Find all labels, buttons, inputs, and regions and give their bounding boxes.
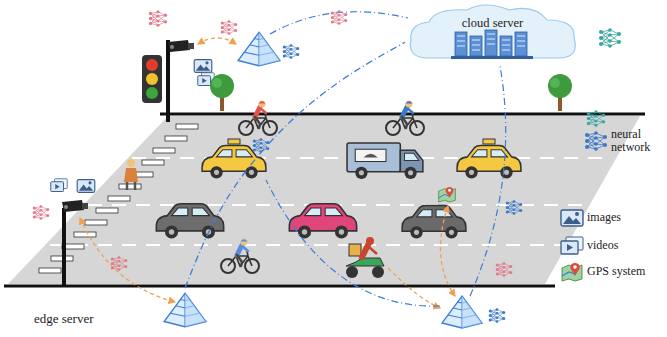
legend-sample bbox=[584, 131, 608, 151]
curb bbox=[4, 285, 555, 288]
camera bbox=[168, 40, 194, 52]
camera bbox=[62, 200, 88, 212]
cloud-shape bbox=[405, 2, 580, 64]
cloud-server: cloud server bbox=[405, 2, 580, 64]
legend-neural-network: neural network bbox=[584, 128, 663, 154]
legend-videos: videos bbox=[560, 236, 618, 256]
network-link bbox=[185, 42, 405, 288]
legend-sample bbox=[560, 236, 584, 256]
legend-gps: GPS system bbox=[560, 262, 645, 282]
car bbox=[402, 206, 466, 239]
device-link bbox=[80, 38, 455, 308]
taxi bbox=[457, 146, 521, 179]
traffic-light bbox=[142, 40, 168, 122]
cyclist bbox=[221, 239, 259, 274]
edge-server-icon bbox=[442, 296, 482, 328]
video-icon bbox=[51, 179, 68, 192]
edge-server-shape bbox=[28, 288, 210, 334]
server-link bbox=[266, 12, 506, 306]
food-truck bbox=[347, 143, 423, 179]
edge-server-icon bbox=[238, 32, 280, 65]
image-icon bbox=[77, 180, 95, 193]
camera-pole bbox=[62, 208, 66, 286]
pedestrian bbox=[124, 159, 138, 190]
legend-label: images bbox=[587, 211, 621, 224]
legend-label: neural network bbox=[611, 128, 663, 154]
cyclist bbox=[239, 101, 277, 136]
taxi-sign bbox=[483, 139, 495, 144]
edge-server: edge server bbox=[28, 288, 210, 334]
legend-label: GPS system bbox=[587, 265, 645, 278]
lane-marking bbox=[50, 158, 612, 245]
car bbox=[156, 204, 223, 239]
legend-label: videos bbox=[587, 239, 618, 252]
legend-sample bbox=[560, 208, 584, 228]
image-icon bbox=[194, 60, 212, 73]
car bbox=[289, 204, 356, 239]
road bbox=[8, 116, 640, 284]
cyclist bbox=[386, 101, 424, 136]
tree bbox=[210, 74, 234, 111]
neural-network-icon bbox=[33, 10, 621, 323]
legend-sample bbox=[560, 262, 584, 282]
edge-server-label: edge server bbox=[34, 312, 94, 326]
taxi-sign bbox=[228, 139, 240, 144]
scooter bbox=[346, 237, 384, 278]
legend-images: images bbox=[560, 208, 621, 228]
gps-icon bbox=[439, 187, 456, 202]
tree bbox=[548, 74, 572, 111]
cloud-label: cloud server bbox=[462, 17, 523, 31]
